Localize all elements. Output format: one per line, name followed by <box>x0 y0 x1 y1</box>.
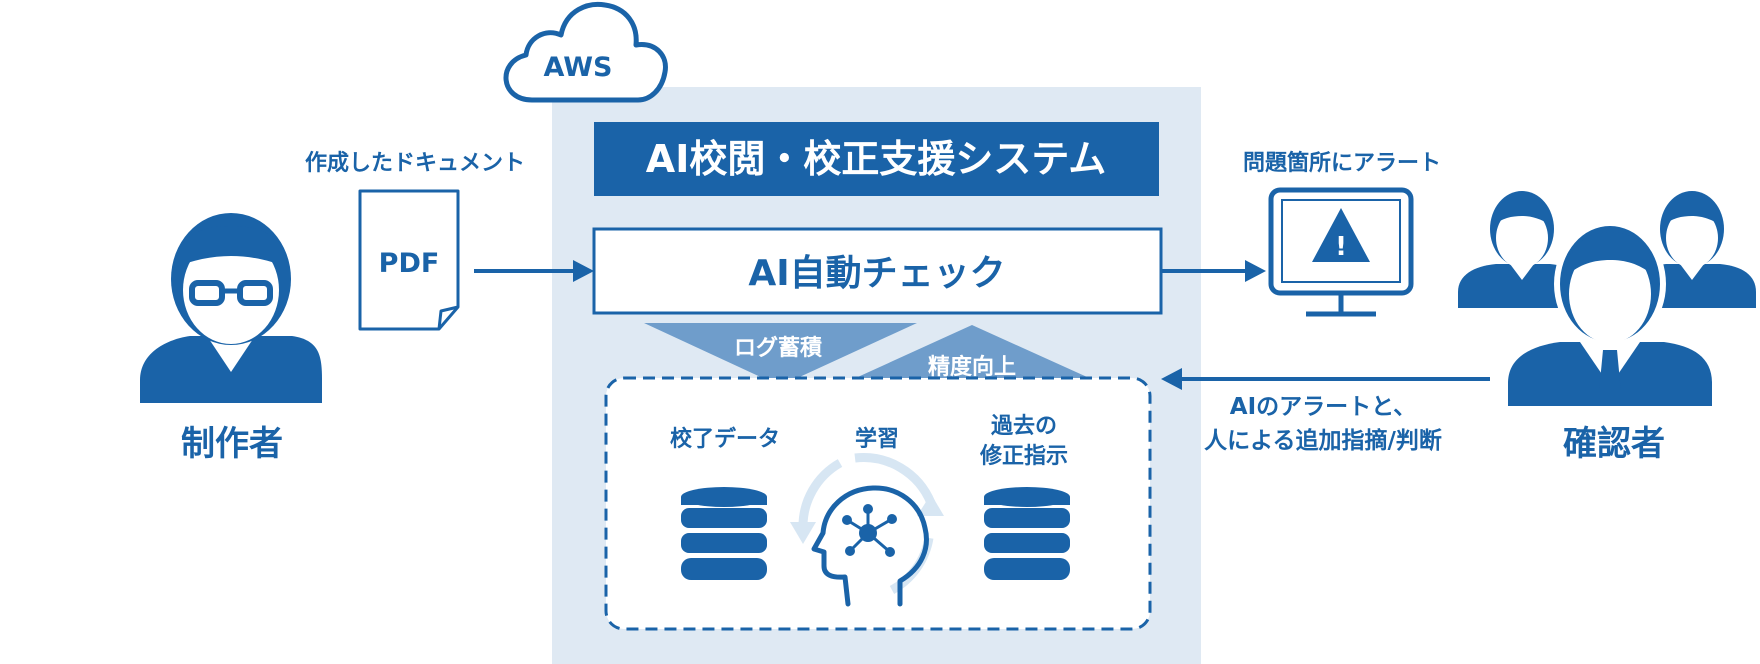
log-label: ログ蓄積 <box>734 335 823 361</box>
database-icon <box>984 487 1070 580</box>
accuracy-triangle <box>838 325 1107 386</box>
cloud-icon: AWS <box>503 1 668 103</box>
cycle-arrowhead <box>790 522 816 544</box>
alert-caption: 問題箇所にアラート <box>1243 150 1441 176</box>
database-icon <box>681 487 767 580</box>
past-fix-label-1: 過去の <box>991 413 1057 439</box>
monitor-alert-icon <box>1268 187 1414 317</box>
brain-head-icon <box>811 485 929 607</box>
log-triangle <box>644 323 917 386</box>
arrowhead-doc-to-check <box>573 260 594 282</box>
alert-symbol: ! <box>1335 232 1347 262</box>
accuracy-label: 精度向上 <box>928 354 1016 380</box>
reviewer-label: 確認者 <box>1563 424 1665 464</box>
people-group-icon <box>1458 191 1756 406</box>
ai-check-box <box>592 227 1163 315</box>
aws-label: AWS <box>544 52 613 83</box>
feedback-line2: 人による追加指摘/判断 <box>1204 427 1442 454</box>
past-fix-label-2: 修正指示 <box>979 443 1068 469</box>
feedback-line1: AIのアラートと、 <box>1230 394 1416 420</box>
person-glasses-icon <box>140 213 322 403</box>
arrowhead-reviewer-to-learning <box>1161 368 1182 390</box>
document-icon <box>358 189 460 331</box>
pdf-label: PDF <box>379 248 440 279</box>
proofread-data-label: 校了データ <box>670 426 780 452</box>
ai-check-label: AI自動チェック <box>748 253 1005 294</box>
document-caption: 作成したドキュメント <box>305 151 525 176</box>
learning-label: 学習 <box>855 426 899 452</box>
system-title: AI校閲・校正支援システム <box>646 137 1106 181</box>
system-title-bar <box>594 122 1159 196</box>
arrowhead-check-to-monitor <box>1245 260 1266 282</box>
cycle-arrowhead <box>917 494 944 516</box>
creator-label: 制作者 <box>181 424 283 464</box>
